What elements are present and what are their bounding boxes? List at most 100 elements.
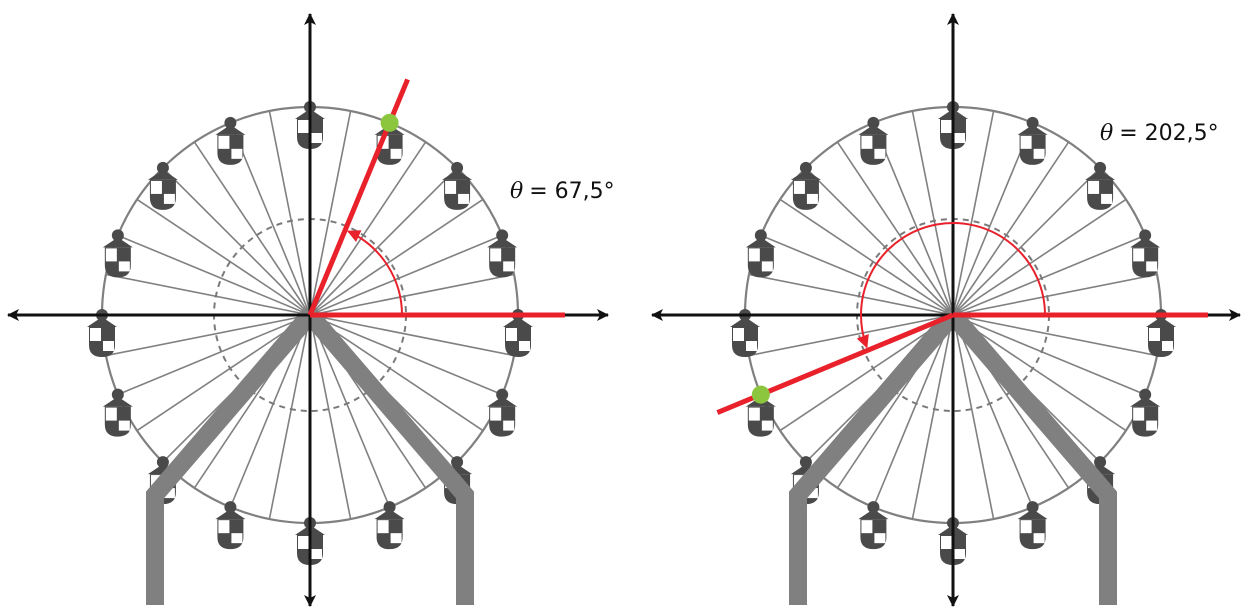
cabin-window [390,148,402,159]
spoke [952,110,995,316]
theta-symbol: θ [510,179,523,204]
cabin-pivot [867,116,880,129]
angle-label: θ= 202,5° [1100,121,1219,146]
cabin-window [861,135,873,149]
cabin-window [748,248,760,262]
cabin-icon [1017,116,1048,165]
spoke [952,314,995,520]
cabin-window [793,180,805,194]
cabin-window [1149,328,1160,341]
cabin-roof [745,237,776,248]
theta-symbol: θ [1100,121,1113,146]
cabin-window [163,488,175,499]
cabin-window [519,341,530,351]
cabin-window [503,420,515,431]
cabin-window [231,533,243,544]
cabin-window [761,420,773,431]
cabin-icon [1130,388,1161,437]
spoke [779,198,954,316]
cabin-icon [102,229,133,278]
spoke [872,314,954,508]
spoke [952,314,1146,396]
spoke [779,314,954,432]
cabin-window [150,180,162,194]
spoke [748,273,954,316]
spoke [268,314,311,520]
cabin-window [458,193,470,204]
spoke [911,110,954,316]
cabin-window [445,180,457,194]
spoke [911,314,954,520]
cabin-pivot [111,388,124,401]
spoke [193,141,311,316]
cabin-pivot [224,501,237,514]
cabin-pivot [1139,388,1152,401]
spoke [952,234,1146,316]
cabin-icon [102,388,133,437]
cabin-icon [745,229,776,278]
cabin-window [1101,193,1113,204]
spoke [105,314,311,357]
spoke [952,314,1127,432]
cabin-window [1020,135,1032,149]
cabin-roof [487,396,518,407]
cabin-pivot [156,161,169,174]
cabin-window [954,133,965,143]
cabin-roof [858,124,889,135]
cabin-icon [215,501,246,550]
cabin-roof [487,237,518,248]
spoke [952,122,1034,316]
position-marker [380,113,399,132]
cabin-window [490,248,502,262]
cabin-window [231,148,243,159]
cabin-icon [374,501,405,550]
cabin-roof [374,509,405,520]
cabin-window [1020,520,1032,534]
cabin-window [506,328,517,341]
cabin-pivot [1094,161,1107,174]
cabin-icon [858,501,889,550]
cabin-window [1088,180,1100,194]
cabin-pivot [799,161,812,174]
cabin-icon [147,161,178,210]
cabin-icon [215,116,246,165]
spoke [309,314,484,432]
spoke [229,314,311,508]
cabin-window [941,536,952,549]
cabin-window [490,407,502,421]
cabin-window [311,133,322,143]
cabin-pivot [383,501,396,514]
spoke [309,314,515,357]
cabin-window [806,193,818,204]
cabin-icon [790,161,821,210]
cabin-roof [858,509,889,520]
spoke [268,110,311,316]
cabin-roof [147,169,178,180]
cabin-window [1033,533,1045,544]
cabin-pivot [111,229,124,242]
cabin-icon [1130,229,1161,278]
spoke [952,314,1034,508]
angle-arc [856,222,1046,349]
cabin-window [163,193,175,204]
angle-value: = 202,5° [1119,121,1218,146]
cabin-window [218,520,230,534]
cabin-icon [1146,309,1176,357]
cabin-roof [215,509,246,520]
cabin-roof [1146,317,1176,327]
cabin-window [806,488,818,499]
spoke [309,314,503,396]
cabin-pivot [451,161,464,174]
spoke [805,167,954,316]
cabin-roof [503,317,533,327]
spoke [872,122,954,316]
cabin-window [1146,261,1158,272]
spoke [162,167,311,316]
cabin-roof [102,396,133,407]
panel-left: θ= 67,5° [7,13,615,607]
cabin-pivot [1026,116,1039,129]
angle-value: = 67,5° [529,179,614,204]
position-marker [751,385,770,404]
